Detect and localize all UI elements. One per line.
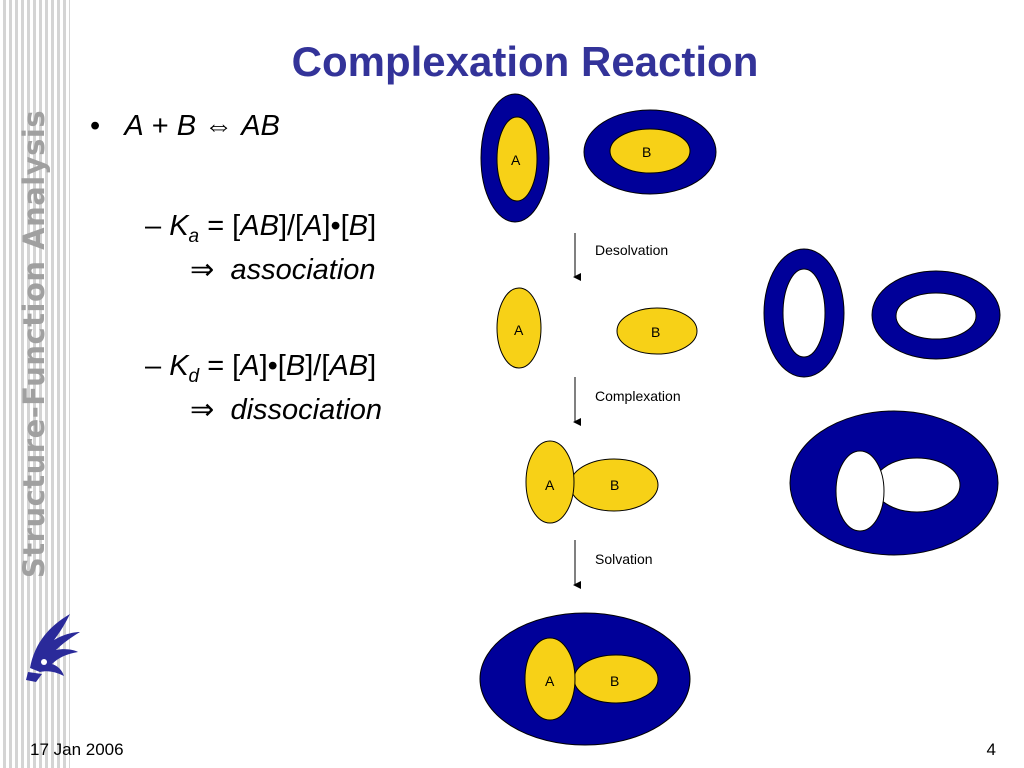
label-a: A [514, 322, 524, 338]
label-b: B [651, 324, 660, 340]
bullet-ka: – Ka = [AB]/[A]•[B] [145, 210, 377, 247]
label-b: B [610, 477, 619, 493]
label-desolvation: Desolvation [595, 242, 668, 258]
slide-title: Complexation Reaction [291, 38, 759, 85]
stage-solvated-complex: A B [479, 612, 691, 746]
stage-desolvated: A B [496, 248, 1001, 378]
page-number: 4 [986, 740, 996, 759]
complexation-diagram: A B Desolvation A B Complexation A B Sol… [479, 93, 1001, 746]
shell-cavity-a [835, 450, 885, 532]
side-title: Structure-Function Analysis [17, 109, 51, 579]
molecule-a [496, 116, 538, 202]
university-logo [26, 614, 80, 682]
shell-cavity-b [873, 457, 961, 513]
label-b: B [610, 673, 619, 689]
molecule-b [609, 128, 691, 174]
stage-complex: A B [525, 410, 999, 556]
molecule-a [525, 440, 575, 524]
label-complexation: Complexation [595, 388, 681, 404]
label-a: A [545, 477, 555, 493]
molecule-b [616, 307, 698, 355]
footer-date: 17 Jan 2006 [30, 740, 124, 759]
molecule-a [524, 637, 576, 721]
stage-solvated-separate: A B [480, 93, 717, 223]
label-a: A [511, 152, 521, 168]
shell-cavity-a [782, 268, 826, 358]
molecule-a [496, 287, 542, 369]
bullet-kd-implication: ⇒ dissociation [190, 394, 382, 426]
label-solvation: Solvation [595, 551, 653, 567]
label-b: B [642, 144, 651, 160]
bullet-reaction: • A + B ⇔ AB [90, 110, 280, 142]
label-a: A [545, 673, 555, 689]
shell-cavity-b [895, 292, 977, 340]
bullet-kd: – Kd = [A]•[B]/[AB] [145, 350, 377, 387]
bullet-ka-implication: ⇒ association [190, 254, 376, 286]
